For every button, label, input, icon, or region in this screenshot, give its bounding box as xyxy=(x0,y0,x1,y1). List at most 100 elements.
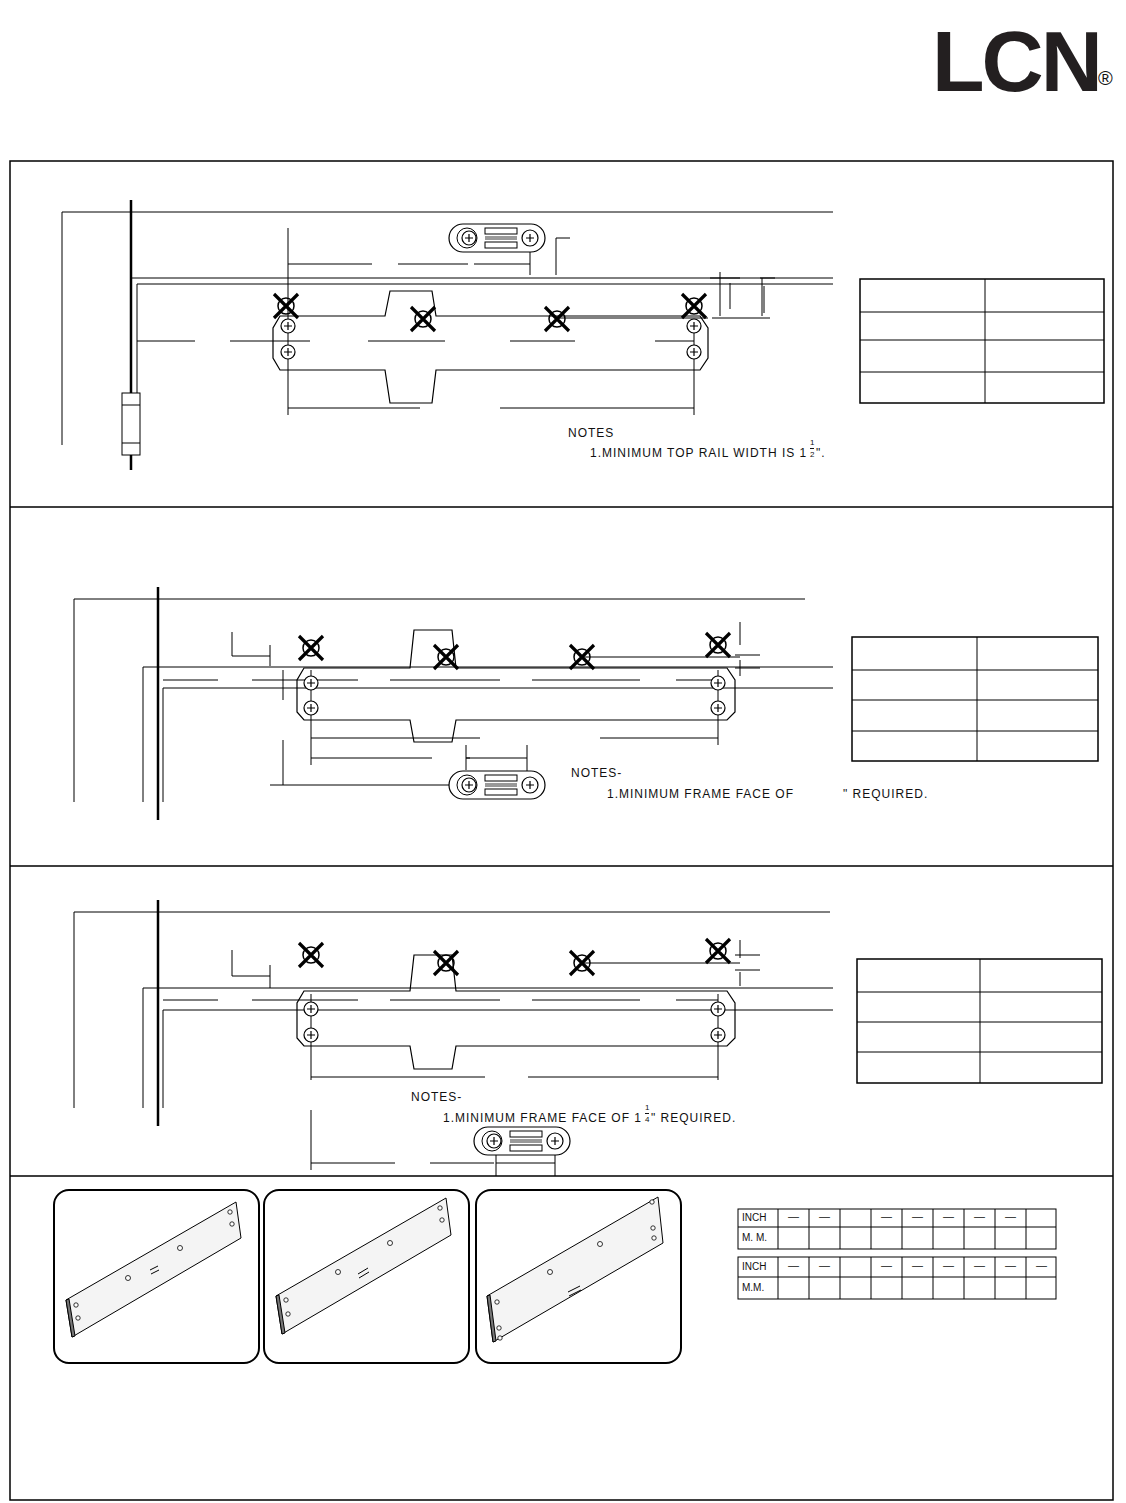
drawing-path xyxy=(852,637,1098,761)
fraction-bar: — xyxy=(1005,1211,1016,1222)
fraction-bar: — xyxy=(1005,1260,1016,1271)
drawing-path xyxy=(582,940,760,986)
drawing-rect xyxy=(10,161,1113,1500)
table-cell: M. M. xyxy=(742,1233,767,1243)
drawing-path xyxy=(487,1197,663,1342)
drawing-g xyxy=(62,200,1104,470)
drawing-path xyxy=(311,670,718,765)
drawing-path xyxy=(297,955,735,1069)
drawing-path xyxy=(582,622,760,676)
drawing-path xyxy=(857,959,1102,1083)
note-text: " REQUIRED. xyxy=(843,788,928,800)
drawn-symbol xyxy=(434,951,458,975)
drawing-circle xyxy=(497,1326,501,1330)
drawn-symbol xyxy=(687,345,701,359)
note-text: " REQUIRED. xyxy=(651,1112,736,1124)
drawing-path xyxy=(738,1227,1056,1228)
drawn-symbol xyxy=(299,943,323,967)
drawing-rect xyxy=(860,279,1104,403)
note-text: 1.MINIMUM FRAME FACE OF 1 xyxy=(443,1112,642,1124)
drawing-rect xyxy=(852,637,1098,761)
fraction-bar: — xyxy=(881,1260,892,1271)
drawing-path xyxy=(137,341,694,342)
drawing-path xyxy=(66,1202,241,1337)
drawn-symbol xyxy=(449,771,545,799)
drawing-circle xyxy=(230,1222,234,1226)
drawing-path xyxy=(556,238,570,275)
fraction-bar: — xyxy=(788,1260,799,1271)
drawing-rect xyxy=(738,1209,1056,1249)
drawing-path xyxy=(738,1277,1056,1278)
note-text: ". xyxy=(816,447,826,459)
drawing-g xyxy=(66,1197,663,1342)
drawing-path xyxy=(157,900,160,1126)
note-text: 1.MINIMUM TOP RAIL WIDTH IS 1 xyxy=(590,447,807,459)
fraction-bar: — xyxy=(788,1211,799,1222)
drawing-circle xyxy=(598,1242,603,1247)
table-cell: INCH xyxy=(742,1213,766,1223)
drawing-circle xyxy=(498,1336,502,1340)
drawing-circle xyxy=(228,1210,232,1214)
drawing-path xyxy=(157,587,160,820)
drawing-circle xyxy=(495,1300,499,1304)
drawing-circle xyxy=(440,1218,444,1222)
drawing-g xyxy=(74,900,1102,1176)
drawn-symbol xyxy=(711,1002,725,1016)
drawn-symbol xyxy=(545,307,569,331)
drawn-symbol xyxy=(706,939,730,963)
table-cell: INCH xyxy=(742,1262,766,1272)
drawing-path xyxy=(163,680,718,681)
drawing-path xyxy=(297,630,735,742)
fraction-bar: — xyxy=(819,1211,830,1222)
drawn-symbol xyxy=(474,1127,570,1155)
drawn-symbol xyxy=(304,676,318,690)
notes-heading: NOTES xyxy=(568,427,614,439)
drawing-path xyxy=(311,1077,718,1078)
drawing-g xyxy=(54,1190,681,1363)
drawn-symbol xyxy=(706,633,730,657)
drawing-path xyxy=(122,405,140,443)
drawing-path xyxy=(62,212,833,445)
notes-heading: NOTES- xyxy=(571,767,622,779)
drawing-circle xyxy=(336,1270,341,1275)
drawing-g xyxy=(74,1200,656,1340)
drawing-path xyxy=(150,1266,159,1274)
fraction-bar: — xyxy=(912,1260,923,1271)
drawing-g xyxy=(150,1266,581,1296)
drawn-symbol xyxy=(274,294,298,318)
drawing-circle xyxy=(388,1241,393,1246)
drawn-symbol xyxy=(711,676,725,690)
drawing-circle xyxy=(126,1276,131,1281)
note-text: 1.MINIMUM FRAME FACE OF xyxy=(607,788,794,800)
drawn-symbol xyxy=(449,224,545,252)
fraction-denominator: 4 xyxy=(645,1116,649,1124)
table-cell: M.M. xyxy=(742,1283,764,1293)
drawing-circle xyxy=(548,1270,553,1275)
drawing-path xyxy=(778,1209,1026,1249)
drawing-circle xyxy=(650,1200,654,1204)
drawing-path xyxy=(10,507,1113,1176)
drawing-g xyxy=(738,1209,1056,1299)
drawing-path xyxy=(358,1268,369,1278)
drawing-path xyxy=(270,670,455,785)
drawing-path xyxy=(131,278,833,450)
drawing-path xyxy=(232,632,270,666)
drawing-circle xyxy=(178,1246,183,1251)
fraction-bar: — xyxy=(974,1211,985,1222)
drawing-path xyxy=(860,279,1104,403)
drawing-path xyxy=(730,283,764,313)
drawing-path xyxy=(74,599,805,802)
drawn-symbol xyxy=(304,1002,318,1016)
fraction-bar: — xyxy=(912,1211,923,1222)
drawn-symbol xyxy=(299,636,323,660)
drawing-rect xyxy=(476,1190,681,1363)
drawn-symbol xyxy=(570,951,594,975)
fraction-bar: — xyxy=(974,1260,985,1271)
fraction-bar: — xyxy=(881,1211,892,1222)
drawing-path xyxy=(288,408,694,409)
drawn-symbol xyxy=(434,645,458,669)
drawn-symbol xyxy=(304,1028,318,1042)
drawing-path xyxy=(557,272,775,318)
